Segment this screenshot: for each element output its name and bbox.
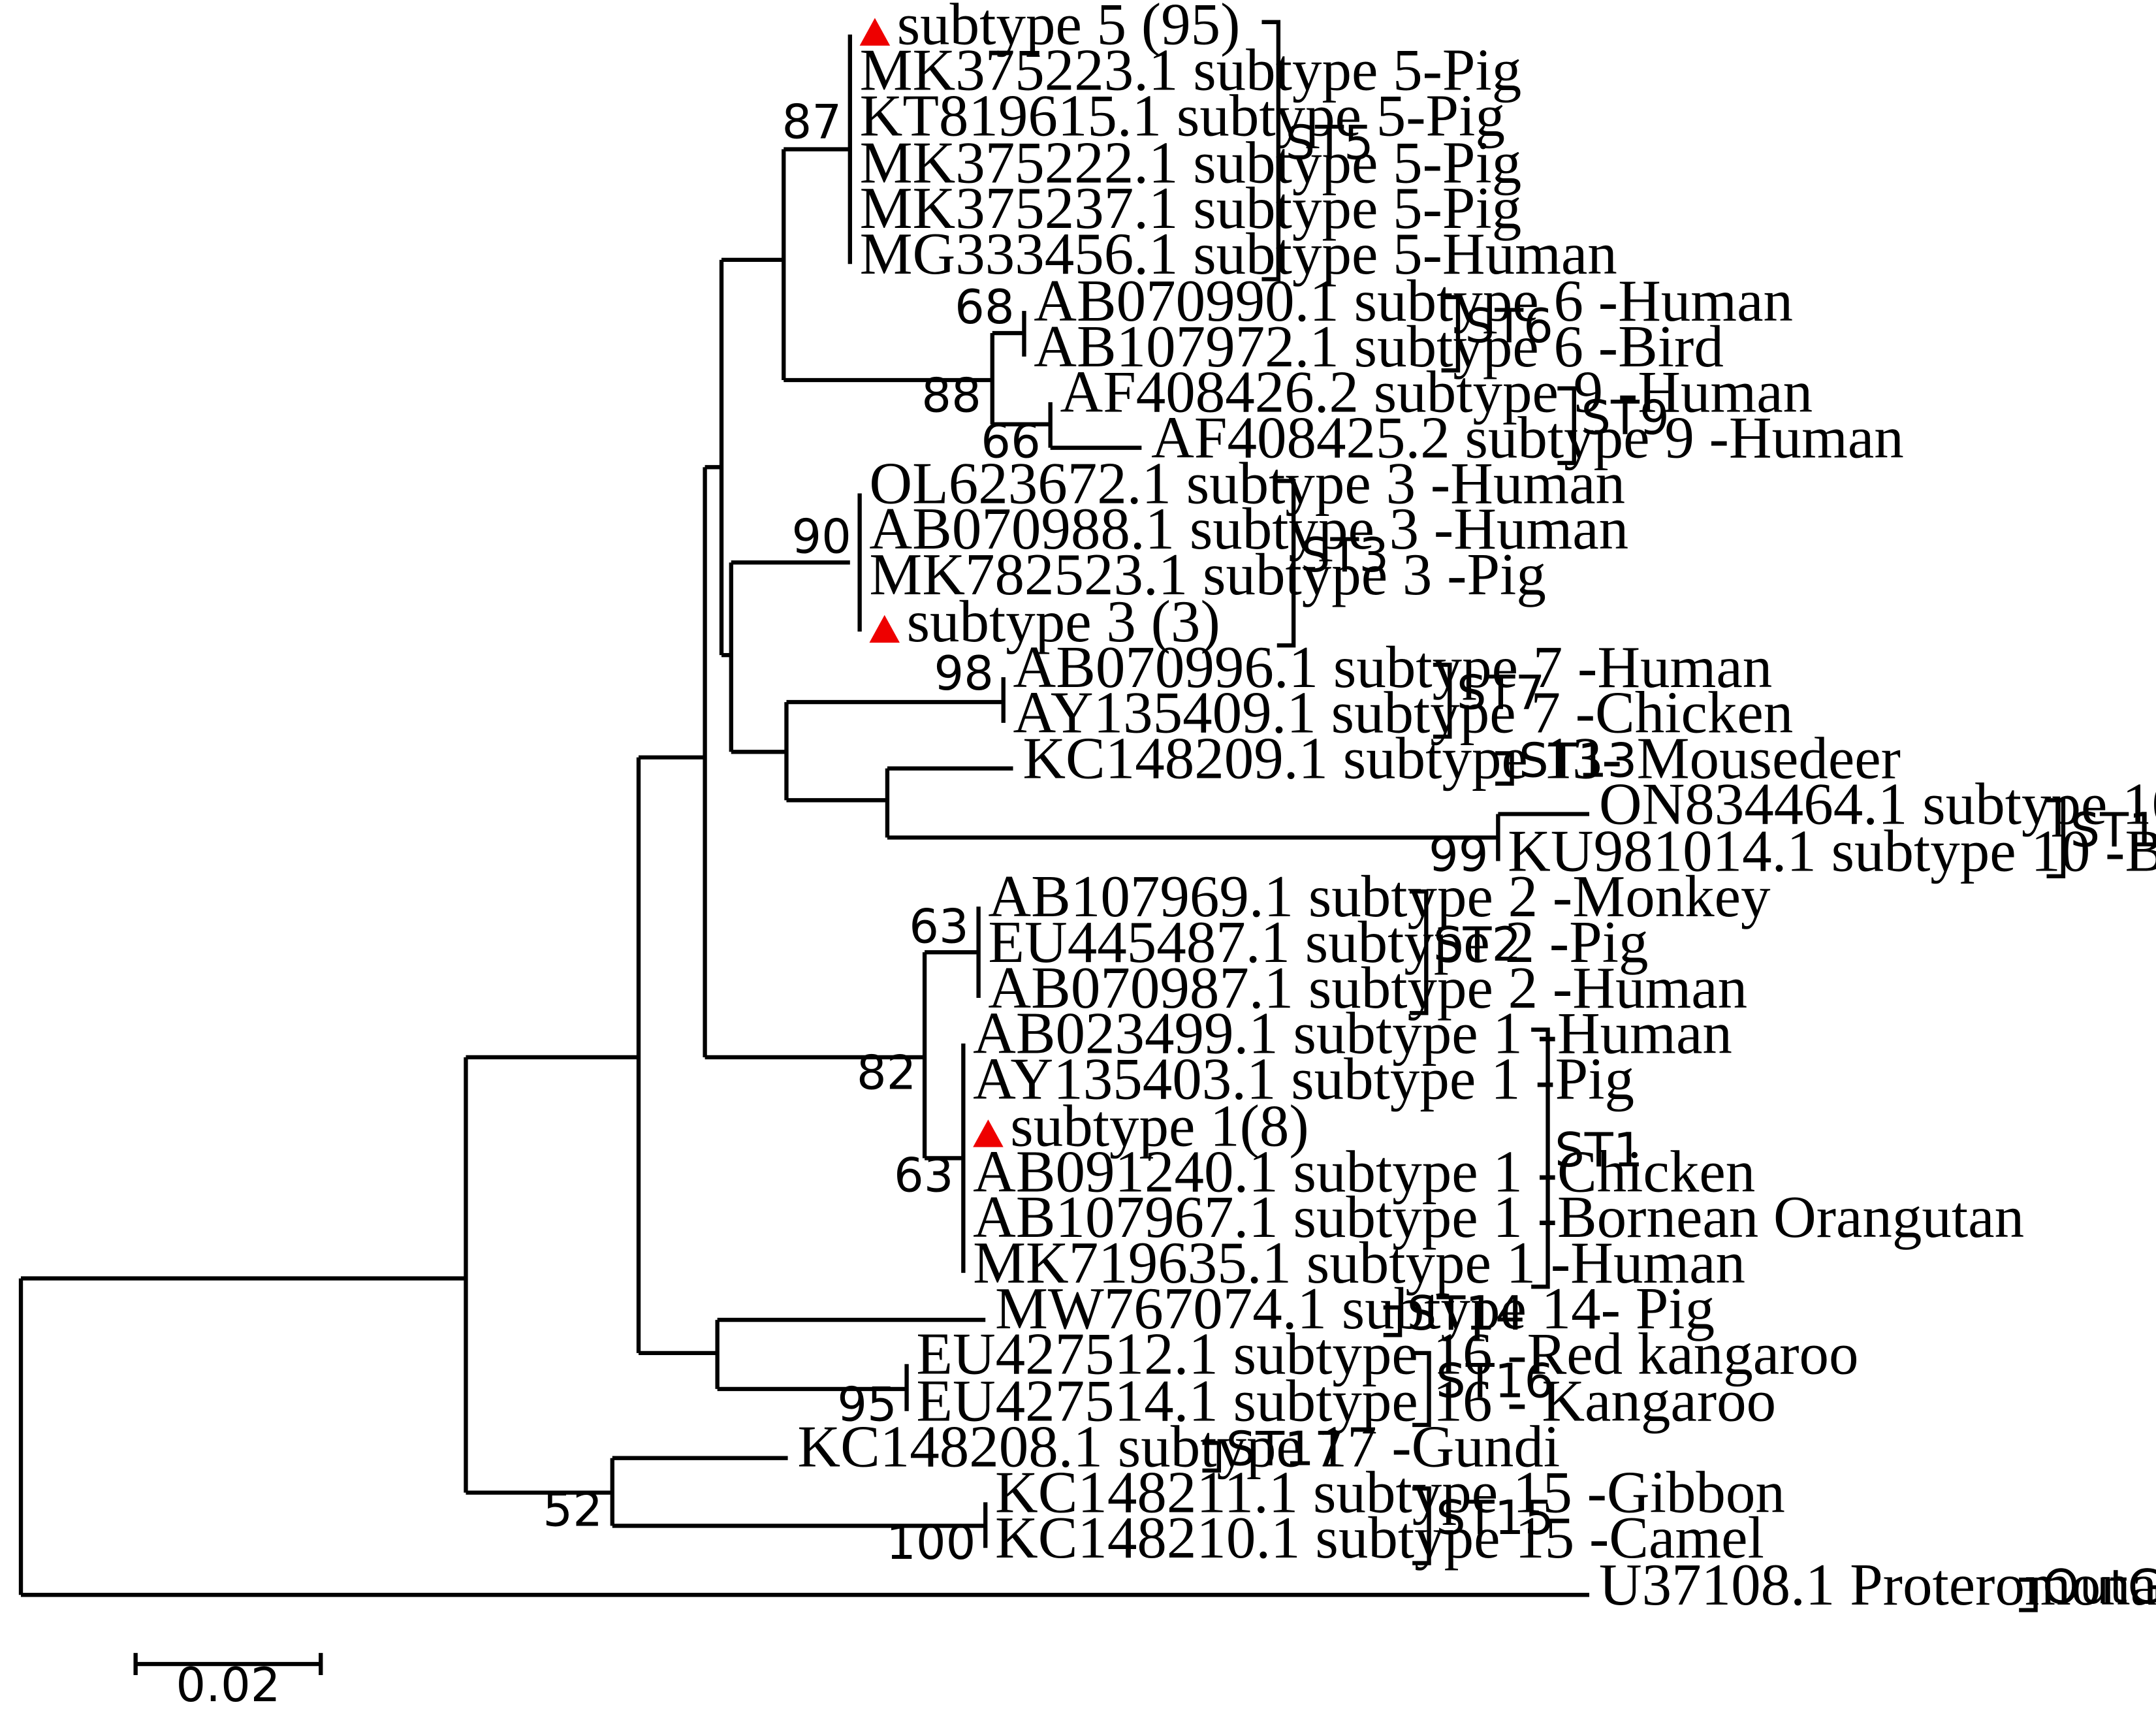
clade-label: ST5 [1285,115,1373,170]
clade-label: ST7 [1457,665,1545,720]
leaf-label: MK719635.1 subtype 1 -Human [973,1230,1745,1296]
leaf-label: AB070990.1 subtype 6 -Human [1034,268,1793,334]
tree-branches [18,34,1590,1597]
bootstrap-value: 88 [921,368,981,423]
bootstrap-value: 95 [837,1377,897,1432]
bootstrap-value: 90 [791,509,851,564]
clade-bracket [1383,1305,1403,1337]
leaf-label: EU445487.1 subtype 2 -Pig [988,909,1648,975]
leaf-label: KC148211.1 subtype 15 -Gibbon [995,1459,1785,1525]
leaf-label: MG333456.1 subtype 5-Human [860,221,1617,287]
leaf-label: MW767074.1 subtype 14- Pig [995,1275,1715,1341]
bootstrap-value: 63 [909,899,969,953]
clade-bracket [1261,20,1281,281]
clade-label: ST17 [1226,1421,1344,1476]
bootstrap-value: 63 [894,1147,954,1202]
bootstrap-value: 87 [782,95,842,150]
leaf-label: KC148210.1 subtype 15 -Camel [995,1505,1764,1571]
leaf-label: OL623672.1 subtype 3 -Human [869,450,1625,516]
leaf-label: AB107972.1 subtype 6 -Bird [1034,313,1724,379]
clade-brackets: ST5ST6ST9ST3ST7ST13ST10ST2ST1ST14ST16ST1… [1202,20,2156,1614]
clade-bracket [1495,751,1514,786]
clade-label: ST15 [1436,1490,1554,1545]
leaf-label: subtype 5 (95) [897,0,1241,57]
leaf-label: U37108.1 Proteromonas lacertae [1599,1552,2156,1618]
bootstrap-value: 99 [1429,827,1489,882]
clade-label: ST14 [1407,1286,1525,1341]
leaf-label: KU981014.1 subtype 10 -Bear [1508,818,2156,884]
bootstrap-value: 98 [934,646,994,701]
leaf-label: AY135409.1 subtype 7 -Chicken [1013,680,1794,746]
clade-bracket [1202,1441,1222,1473]
leaf-label: AB107969.1 subtype 2 -Monkey [988,863,1771,929]
leaf-label: AF408425.2 subtype 9 -Human [1151,405,1904,471]
leaf-label: AF408426.2 subtype 9 -Human [1060,359,1813,425]
leaf-label: subtype 3 (3) [907,588,1220,654]
leaf-label: MK375223.1 subtype 5-Pig [860,37,1522,103]
bootstrap-value: 82 [857,1046,917,1100]
leaf-label: AB070996.1 subtype 7 -Human [1013,634,1773,700]
bootstrap-value: 68 [955,280,1015,334]
bootstrap-value: 66 [981,414,1041,469]
leaf-label: AB070988.1 subtype 3 -Human [869,496,1628,562]
scale-bar: 0.02 [133,1653,323,1711]
bootstrap-value: 100 [886,1515,975,1570]
clade-label: ST2 [1433,917,1521,972]
clade-bracket [2019,1577,2038,1612]
leaf-label: AB023499.1 subtype 1 -Human [973,1000,1732,1066]
leaf-label: AB091240.1 subtype 1 -Chicken [973,1138,1755,1204]
leaf-label: KC148208.1 subtype 17 -Gundi [797,1413,1560,1479]
leaf-label: KC148209.1 subtype 13- Mousedeer [1023,725,1901,791]
clade-label: ST3 [1301,528,1389,583]
clade-bracket [2046,798,2066,878]
clade-label: ST1 [1555,1123,1643,1177]
leaf-label: MK375237.1 subtype 5-Pig [860,175,1522,241]
clade-label: ST10 [2070,803,2156,857]
clade-bracket [1412,1351,1431,1428]
red-triangle-marker-icon [859,18,891,46]
scale-bar-label: 0.02 [176,1657,280,1711]
clade-bracket [1531,1027,1550,1289]
leaf-label: MK782523.1 subtype 3 -Pig [869,541,1546,607]
clade-bracket [1409,889,1429,1015]
clade-label: ST9 [1581,391,1669,445]
leaf-label: KT819615.1 subtype 5-Pig [860,82,1505,148]
leaf-label: AB107967.1 subtype 1 -Bornean Orangutan [973,1184,2024,1250]
clade-bracket [1557,386,1576,466]
clade-label: OutGroup [2042,1559,2156,1614]
bootstrap-value: 52 [543,1482,603,1537]
clade-bracket [1412,1486,1431,1565]
leaf-label: AB070987.1 subtype 2 -Human [988,955,1747,1021]
leaf-label: EU427512.1 subtype 16 -Red kangaroo [916,1321,1858,1387]
leaf-label: EU427514.1 subtype 16 - Kangaroo [916,1368,1776,1434]
leaf-labels: subtype 5 (95)MK375223.1 subtype 5-PigKT… [797,0,2156,1618]
leaf-label: subtype 1(8) [1010,1093,1308,1159]
clade-bracket [1433,662,1452,739]
red-triangle-marker-icon [973,1119,1004,1147]
red-triangle-marker-icon [869,615,900,643]
leaf-label: AY135403.1 subtype 1 -Pig [973,1046,1634,1111]
clade-bracket [1441,295,1461,373]
clade-label: ST16 [1436,1354,1554,1409]
clade-label: ST6 [1465,298,1553,353]
clade-label: ST13 [1519,733,1637,788]
leaf-label: MK375222.1 subtype 5-Pig [860,129,1522,195]
clade-bracket [1276,479,1296,648]
